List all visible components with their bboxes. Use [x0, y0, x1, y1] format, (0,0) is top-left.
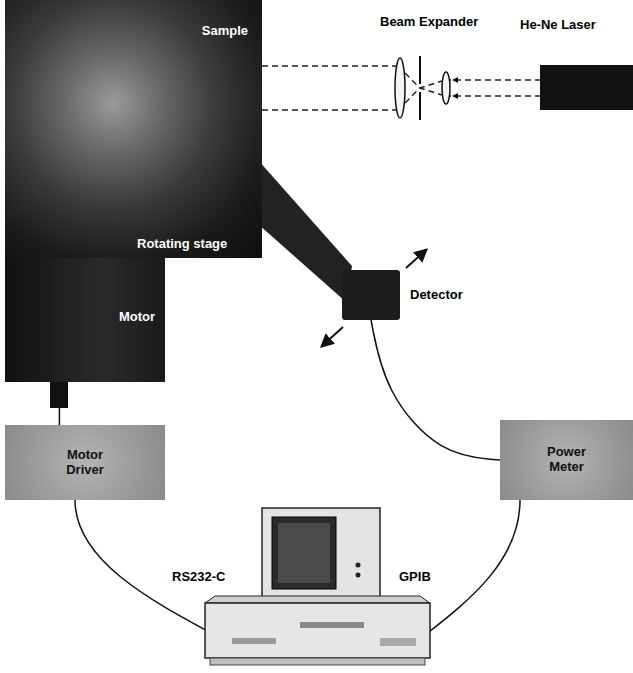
node-text: Motor: [119, 310, 155, 325]
rotating-stage: SampleRotating stage: [5, 0, 262, 258]
node-text: Power Meter: [535, 445, 599, 475]
signal-label: GPIB: [397, 569, 433, 586]
rs232-cable: [75, 500, 215, 635]
screen-glare: [278, 523, 330, 583]
base-top: [205, 596, 430, 603]
computer-drawing: [205, 508, 430, 665]
monitor-knob: [356, 573, 361, 578]
motion-arrow: [322, 327, 343, 346]
node-text: Rotating stage: [137, 237, 227, 252]
monitor-case: [262, 508, 380, 600]
signal-label: RS232-C: [170, 569, 227, 586]
node-text: Detector: [410, 288, 463, 303]
laser-box: He-Ne Laser: [540, 65, 633, 110]
front-panel: [380, 638, 416, 646]
drive-slot: [300, 622, 364, 628]
beam-line: [445, 79, 540, 80]
base-foot: [210, 658, 425, 665]
beam-line: [445, 95, 540, 96]
pinhole-symbol: [419, 92, 421, 120]
monitor-knob: [356, 563, 361, 568]
drive-slot: [232, 638, 276, 644]
part-label: Beam Expander: [378, 14, 480, 31]
motor-housing: Motor: [5, 258, 165, 382]
beam-arrowhead: [452, 77, 458, 83]
gpib-cable: [425, 500, 520, 635]
lens-symbol: [395, 58, 405, 118]
instrument-box: Power Meter: [500, 420, 633, 500]
pinhole-symbol: [419, 56, 421, 84]
cable-line: [371, 320, 500, 460]
motion-arrow: [406, 250, 426, 268]
beam-line: [262, 65, 398, 66]
beam-line: [262, 109, 398, 110]
driver-box: Motor Driver: [5, 425, 165, 500]
detector-box: Detector: [342, 270, 400, 320]
lens-symbol: [442, 72, 450, 104]
monitor-screen: [272, 517, 336, 589]
node-text: He-Ne Laser: [520, 18, 596, 33]
base-unit: [205, 603, 430, 658]
beam-arrowhead: [452, 93, 458, 99]
cable-line: [59, 382, 61, 425]
node-text: Sample: [202, 24, 248, 39]
detector-arm: [258, 160, 352, 302]
node-text: Motor Driver: [53, 448, 117, 478]
